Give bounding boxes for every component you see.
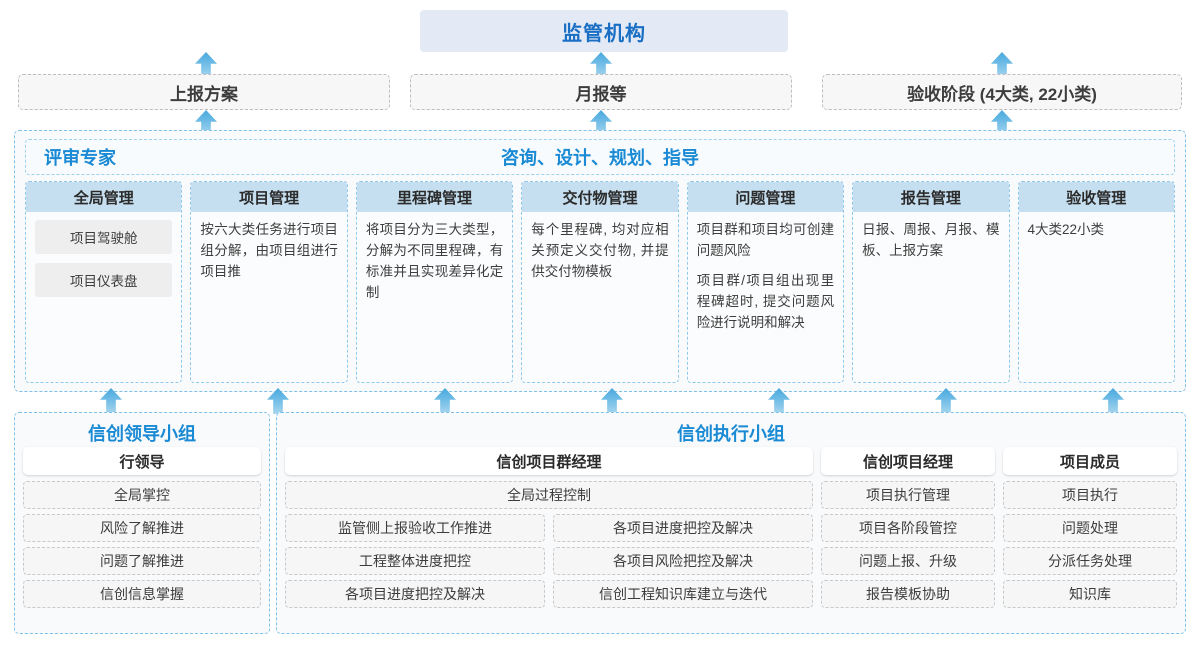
leader-group-panel: 信创领导小组 行领导 全局掌控风险了解推进问题了解推进信创信息掌握 — [14, 412, 270, 634]
duty-item: 风险了解推进 — [23, 514, 261, 542]
capability-column-head: 验收管理 — [1018, 182, 1174, 212]
duty-item: 问题了解推进 — [23, 547, 261, 575]
capability-column: 报告管理日报、周报、月报、模板、上报方案 — [852, 181, 1010, 383]
capability-column-body: 项目驾驶舱项目仪表盘 — [26, 212, 181, 382]
duty-item: 全局掌控 — [23, 481, 261, 509]
report-box-acceptance-stage: 验收阶段 (4大类, 22小类) — [822, 74, 1182, 110]
exec-group-panel: 信创执行小组 信创项目群经理 全局过程控制 监管侧上报验收工作推进工程整体进度把… — [276, 412, 1186, 634]
capability-column: 交付物管理每个里程碑, 均对应相关预定义交付物, 并提供交付物模板 — [521, 181, 679, 383]
capability-column-body: 日报、周报、月报、模板、上报方案 — [853, 212, 1008, 382]
duty-item: 知识库 — [1003, 580, 1177, 608]
capability-panel: 评审专家 咨询、设计、规划、指导 全局管理项目驾驶舱项目仪表盘项目管理按六大类任… — [14, 130, 1186, 392]
duty-item: 项目执行 — [1003, 481, 1177, 509]
leader-group-title: 信创领导小组 — [88, 424, 196, 444]
capability-column: 全局管理项目驾驶舱项目仪表盘 — [25, 181, 183, 383]
capability-column: 项目管理按六大类任务进行项目组分解，由项目组进行项目推 — [190, 181, 348, 383]
capability-column: 问题管理项目群和项目均可创建问题风险项目群/项目组出现里程碑超时, 提交问题风险… — [686, 181, 845, 383]
duty-global-process-control: 全局过程控制 — [285, 481, 813, 509]
capability-columns: 全局管理项目驾驶舱项目仪表盘项目管理按六大类任务进行项目组分解，由项目组进行项目… — [25, 181, 1175, 383]
report-box-monthly: 月报等 — [410, 74, 792, 110]
capability-tag: 项目驾驶舱 — [35, 220, 173, 254]
capability-column: 里程碑管理将项目分为三大类型，分解为不同里程碑，有标准并且实现差异化定制 — [355, 181, 514, 383]
role-head-bank-leader: 行领导 — [23, 447, 261, 475]
program-manager-duties-left: 监管侧上报验收工作推进工程整体进度把控各项目进度把控及解决 — [285, 514, 545, 608]
role-head-project-member: 项目成员 — [1003, 447, 1177, 475]
exec-group-title: 信创执行小组 — [677, 424, 785, 444]
capability-column: 验收管理 4大类22小类 — [1017, 181, 1175, 383]
capability-column-head: 里程碑管理 — [356, 182, 513, 212]
capability-column-body: 4大类22小类 — [1019, 212, 1174, 382]
capability-column-head: 问题管理 — [687, 182, 844, 212]
program-manager-duty-split: 监管侧上报验收工作推进工程整体进度把控各项目进度把控及解决 各项目进度把控及解决… — [285, 514, 813, 608]
duty-item: 信创信息掌握 — [23, 580, 261, 608]
capability-panel-header: 评审专家 咨询、设计、规划、指导 — [25, 139, 1175, 175]
duty-item: 各项目进度把控及解决 — [285, 580, 545, 608]
capability-column-head: 交付物管理 — [522, 182, 678, 212]
report-label: 验收阶段 (4大类, 22小类) — [907, 84, 1097, 104]
leader-duty-list: 全局掌控风险了解推进问题了解推进信创信息掌握 — [23, 481, 261, 608]
capability-description: 按六大类任务进行项目组分解，由项目组进行项目推 — [200, 222, 338, 279]
role-head-project-manager: 信创项目经理 — [821, 447, 995, 475]
capability-description: 每个里程碑, 均对应相关预定义交付物, 并提供交付物模板 — [531, 222, 669, 279]
duty-item: 分派任务处理 — [1003, 547, 1177, 575]
regulator-box: 监管机构 — [420, 10, 788, 52]
capability-column-head: 报告管理 — [853, 182, 1009, 212]
project-manager-duty-list: 项目执行管理项目各阶段管控问题上报、升级报告模板协助 — [821, 481, 995, 608]
capability-description: 项目群/项目组出现里程碑超时, 提交问题风险进行说明和解决 — [696, 272, 835, 330]
program-manager-block: 信创项目群经理 全局过程控制 监管侧上报验收工作推进工程整体进度把控各项目进度把… — [285, 447, 813, 608]
duty-item: 项目各阶段管控 — [821, 514, 995, 542]
regulator-label: 监管机构 — [562, 22, 646, 45]
report-label: 上报方案 — [170, 84, 238, 104]
consulting-label: 咨询、设计、规划、指导 — [501, 148, 699, 168]
capability-description: 将项目分为三大类型，分解为不同里程碑，有标准并且实现差异化定制 — [365, 222, 504, 300]
capability-column-body: 每个里程碑, 均对应相关预定义交付物, 并提供交付物模板 — [522, 212, 677, 382]
capability-tag: 项目仪表盘 — [35, 263, 173, 297]
capability-column-head: 项目管理 — [191, 182, 347, 212]
capability-description: 项目群和项目均可创建问题风险 — [696, 222, 835, 258]
duty-item: 问题处理 — [1003, 514, 1177, 542]
capability-description: 4大类22小类 — [1027, 222, 1105, 237]
capability-description: 日报、周报、月报、模板、上报方案 — [862, 222, 1000, 258]
duty-item: 项目执行管理 — [821, 481, 995, 509]
duty-item: 各项目进度把控及解决 — [553, 514, 813, 542]
duty-item: 信创工程知识库建立与迭代 — [553, 580, 813, 608]
report-label: 月报等 — [575, 84, 627, 104]
capability-column-head: 全局管理 — [26, 182, 182, 212]
program-manager-duties-right: 各项目进度把控及解决各项目风险把控及解决信创工程知识库建立与迭代 — [553, 514, 813, 608]
duty-item: 报告模板协助 — [821, 580, 995, 608]
duty-item: 监管侧上报验收工作推进 — [285, 514, 545, 542]
role-head-program-manager: 信创项目群经理 — [285, 447, 813, 475]
project-member-duty-list: 项目执行问题处理分派任务处理知识库 — [1003, 481, 1177, 608]
duty-item: 各项目风险把控及解决 — [553, 547, 813, 575]
report-box-submission-plan: 上报方案 — [18, 74, 390, 110]
duty-item: 问题上报、升级 — [821, 547, 995, 575]
project-member-block: 项目成员 项目执行问题处理分派任务处理知识库 — [1003, 447, 1177, 608]
duty-item: 工程整体进度把控 — [285, 547, 545, 575]
capability-column-body: 按六大类任务进行项目组分解，由项目组进行项目推 — [191, 212, 346, 382]
project-manager-block: 信创项目经理 项目执行管理项目各阶段管控问题上报、升级报告模板协助 — [821, 447, 995, 608]
exec-group-columns: 信创项目群经理 全局过程控制 监管侧上报验收工作推进工程整体进度把控各项目进度把… — [285, 447, 1177, 608]
review-expert-label: 评审专家 — [44, 148, 116, 168]
capability-column-body: 将项目分为三大类型，分解为不同里程碑，有标准并且实现差异化定制 — [357, 212, 512, 382]
capability-column-body: 项目群和项目均可创建问题风险项目群/项目组出现里程碑超时, 提交问题风险进行说明… — [688, 212, 843, 382]
